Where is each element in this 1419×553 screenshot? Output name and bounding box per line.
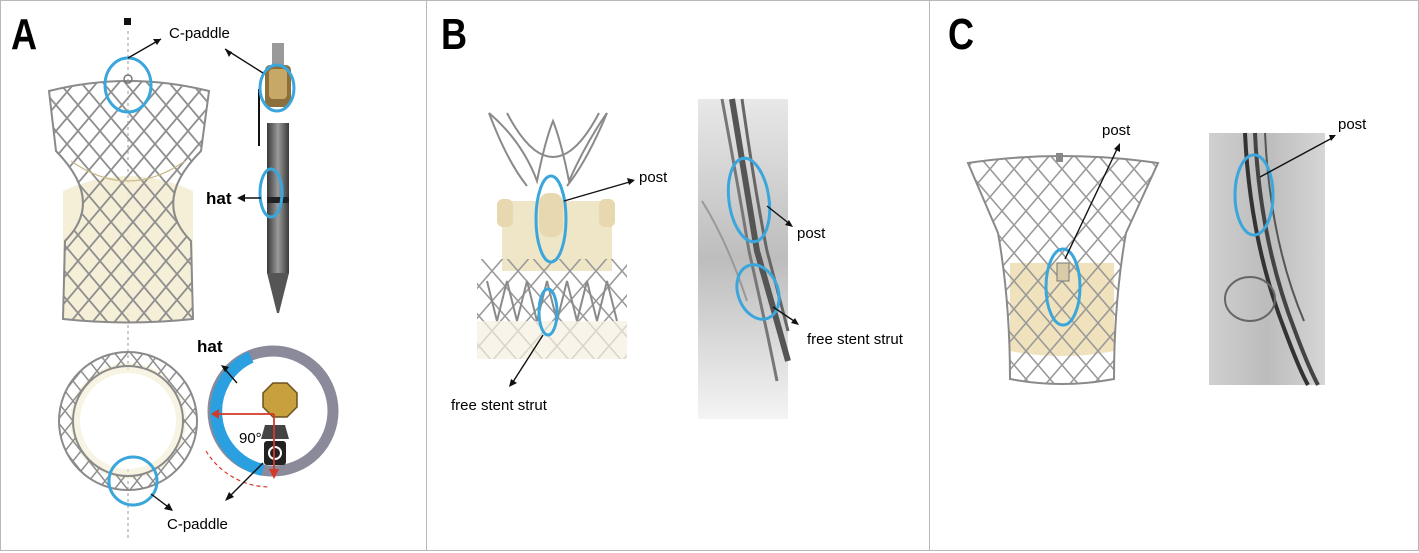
c-paddle-highlight-catheter	[258, 63, 296, 113]
panel-b-letter: B	[441, 10, 468, 59]
stent-side-view	[47, 80, 211, 324]
post-highlight-valve-c	[1044, 247, 1082, 327]
strut-highlight-valve	[537, 287, 559, 337]
strut-highlight-fluoro	[735, 263, 781, 321]
valve-c	[966, 153, 1160, 385]
panel-c: C	[929, 0, 1419, 551]
post-highlight-fluoro	[726, 156, 772, 244]
rotation-diagram	[205, 345, 339, 501]
label-hat-side: hat	[206, 189, 232, 208]
label-hat-ring: hat	[197, 337, 223, 356]
fluoro-c	[1209, 132, 1325, 386]
post-highlight-fluoro-c	[1233, 153, 1275, 237]
panel-c-letter: C	[948, 10, 975, 59]
c-paddle-highlight-bottom	[107, 455, 159, 507]
hat-highlight-side	[258, 167, 284, 219]
panel-a-letter: A	[11, 10, 38, 59]
label-c-paddle-bottom: C-paddle	[167, 516, 228, 533]
label-post-fluoro: post	[797, 225, 826, 242]
label-free-strut-valve: free stent strut	[451, 397, 547, 414]
panel-a-illustration	[47, 18, 339, 541]
panel-c-illustration	[966, 132, 1336, 386]
fluoro-b	[698, 98, 791, 419]
label-90-degrees: 90°	[239, 430, 262, 447]
panel-a: A	[0, 0, 427, 551]
label-post-fluoro-c: post	[1338, 116, 1367, 133]
valve-b	[477, 112, 627, 359]
delivery-catheter	[258, 43, 291, 313]
label-c-paddle-top: C-paddle	[169, 25, 230, 42]
label-post-valve: post	[639, 169, 668, 186]
stent-end-view	[58, 351, 198, 491]
panel-b: B	[426, 0, 930, 551]
post-highlight-valve	[534, 174, 568, 264]
top-marker	[124, 18, 131, 25]
panel-b-illustration	[477, 98, 799, 419]
label-free-strut-fluoro: free stent strut	[807, 331, 903, 348]
label-post-valve-c: post	[1102, 122, 1131, 139]
